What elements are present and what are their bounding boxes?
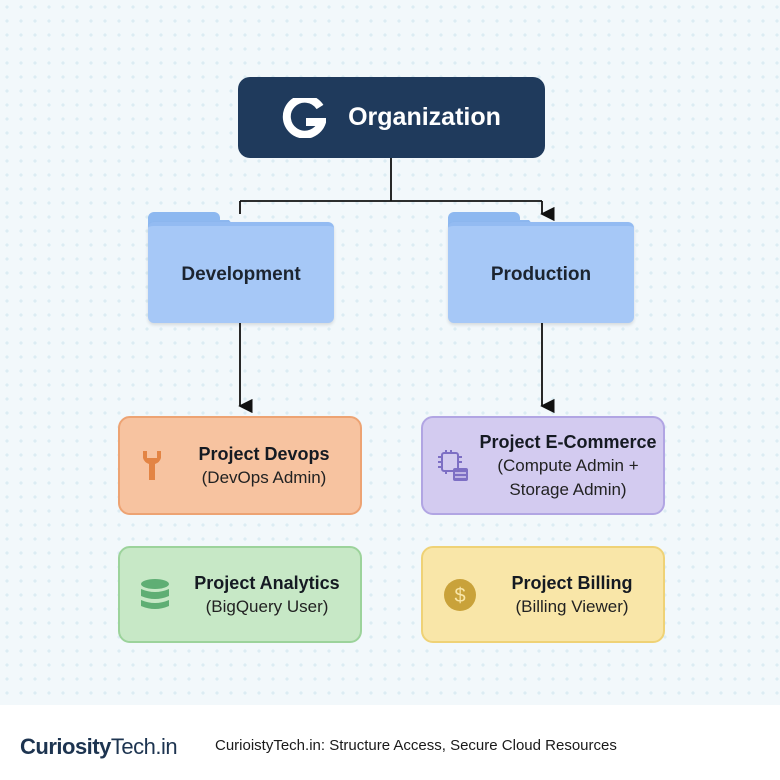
folder-label: Production [490, 263, 592, 285]
project-title: Project Billing [511, 572, 633, 593]
brand-logo: CuriosityTech.in [20, 734, 178, 760]
organization-label: Organization [348, 103, 501, 131]
wrench-icon [143, 450, 161, 480]
project-billing: $ Project Billing (Billing Viewer) [421, 546, 665, 643]
project-devops: Project Devops (DevOps Admin) [118, 416, 362, 515]
dollar-coin-icon: $ [444, 578, 476, 611]
project-role-line1: (Compute Admin + [497, 455, 639, 475]
folder-label: Development [181, 263, 301, 285]
google-cloud-g-icon [282, 97, 327, 138]
brand-rest: Tech.in [110, 734, 178, 759]
organization-node: Organization [238, 77, 545, 158]
project-ecommerce: Project E-Commerce (Compute Admin + Storag… [421, 416, 665, 515]
project-role: (Billing Viewer) [515, 596, 629, 616]
folder-development: Development [148, 212, 334, 323]
project-title: Project Devops [198, 443, 330, 464]
connector-org-branch [240, 158, 542, 202]
project-title: Project Analytics [194, 572, 340, 593]
svg-text:$: $ [454, 585, 465, 607]
project-analytics: Project Analytics (BigQuery User) [118, 546, 362, 643]
footer [0, 705, 780, 780]
folder-production: Production [448, 212, 634, 323]
chip-storage-icon [438, 449, 468, 481]
database-icon [141, 578, 169, 609]
project-role: (DevOps Admin) [201, 467, 327, 487]
connectors [238, 158, 555, 414]
footer-tagline: CurioistyTech.in: Structure Access, Secu… [215, 737, 617, 754]
brand-bold: Curiosity [20, 734, 111, 759]
project-title: Project E-Commerce [479, 431, 657, 452]
project-role-line2: Storage Admin) [509, 479, 627, 499]
project-role: (BigQuery User) [205, 596, 329, 616]
